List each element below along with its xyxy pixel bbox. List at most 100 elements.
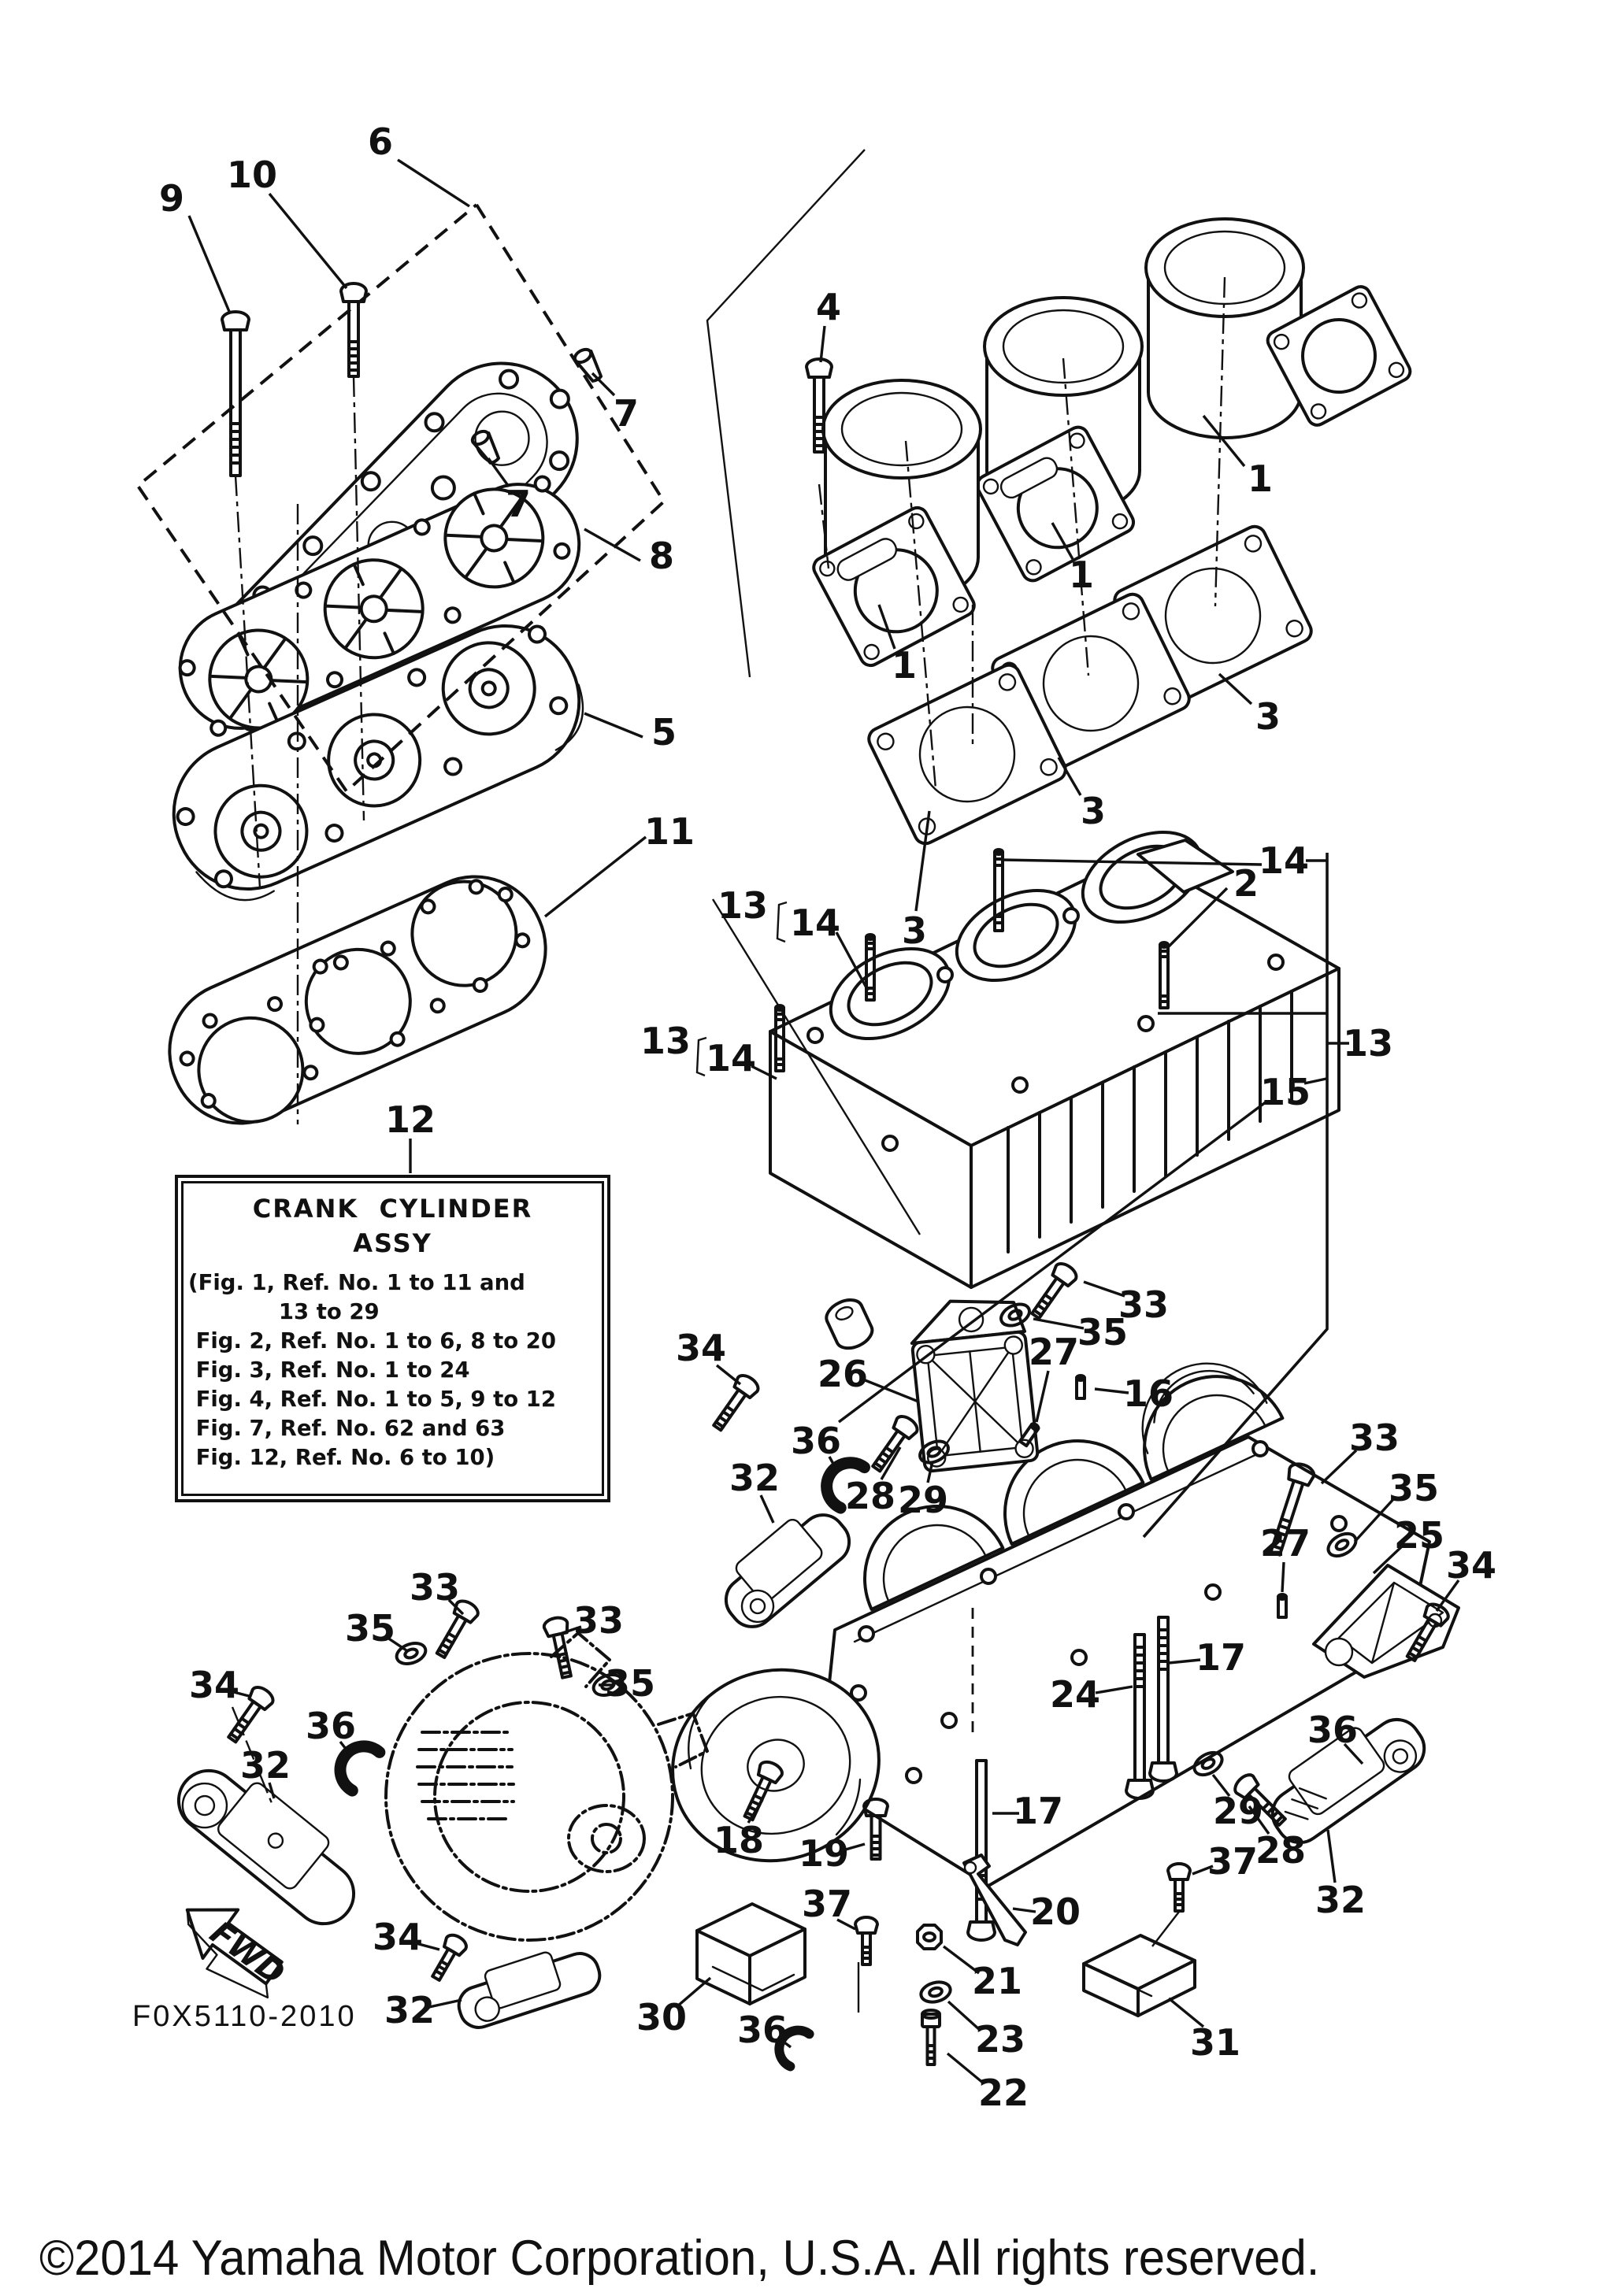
callout-leader-32	[268, 1782, 276, 1799]
callout-label-33: 33	[1118, 1283, 1169, 1326]
callout-leader-33	[447, 1598, 465, 1616]
callout-leader-36	[828, 1456, 840, 1473]
callout-label-28: 28	[1255, 1829, 1306, 1872]
callout-leader-11	[543, 835, 647, 918]
info-box-fig-references: (Fig. 1, Ref. No. 1 to 11 and 13 to 29 F…	[188, 1270, 556, 1470]
collar-spacer	[825, 1298, 874, 1350]
callout-label-22: 22	[978, 2072, 1029, 2114]
construction-line	[711, 898, 921, 1235]
callout-label-7: 7	[506, 483, 531, 525]
callout-label-29: 29	[1213, 1790, 1263, 1832]
callout-label-12: 12	[385, 1098, 436, 1141]
callout-label-37: 37	[802, 1883, 852, 1925]
callout-label-14: 14	[1259, 839, 1309, 882]
callout-label-11: 11	[644, 810, 695, 853]
callout-label-3: 3	[1255, 695, 1281, 738]
stator-cover-phantom	[384, 1631, 709, 1942]
callout-leader-27	[1035, 1370, 1050, 1423]
callout-leader-20	[1012, 1907, 1036, 1913]
callout-leader-35	[387, 1636, 407, 1652]
construction-line	[352, 376, 365, 821]
construction-line	[234, 475, 261, 889]
callout-leader-15	[1303, 1077, 1327, 1085]
callout-label-36: 36	[306, 1705, 356, 1747]
callout-label-37: 37	[1207, 1840, 1258, 1883]
callout-label-9: 9	[159, 177, 184, 220]
callout-leader-24	[1095, 1685, 1133, 1694]
callout-leader-33	[562, 1625, 582, 1635]
callout-leader-28	[880, 1446, 902, 1480]
bolt-9	[221, 310, 250, 477]
bolt-34	[706, 1370, 763, 1436]
callout-label-20: 20	[1030, 1890, 1081, 1933]
engine-mount-bracket-26	[910, 1299, 1040, 1473]
callout-label-14: 14	[790, 902, 840, 944]
callout-leader-3	[1218, 672, 1253, 705]
callout-leader-35	[1353, 1496, 1396, 1543]
callout-label-32: 32	[240, 1744, 291, 1787]
construction-line	[904, 440, 937, 790]
callout-label-8: 8	[649, 535, 674, 577]
callout-leader-18	[747, 1799, 764, 1824]
copyright-notice: ©2014 Yamaha Motor Corporation, U.S.A. A…	[39, 2231, 1320, 2286]
callout-label-25: 25	[1394, 1514, 1444, 1557]
callout-leader-34	[230, 1690, 250, 1698]
callout-label-36: 36	[737, 2009, 788, 2051]
callout-label-3: 3	[1081, 790, 1106, 832]
callout-label-29: 29	[898, 1479, 948, 1521]
callout-leader-28	[1248, 1805, 1270, 1835]
callout-leader-1	[1051, 522, 1074, 560]
head-gasket	[168, 875, 547, 1125]
pin-16	[1075, 1374, 1086, 1400]
callout-label-35: 35	[1077, 1311, 1128, 1354]
fwd-label: FWD	[203, 1915, 291, 1993]
callout-leader-34	[1435, 1579, 1460, 1612]
info-box-inner: CRANK CYLINDER ASSY (Fig. 1, Ref. No. 1 …	[181, 1181, 604, 1496]
callout-label-33: 33	[573, 1599, 624, 1642]
bolt-37	[854, 1916, 879, 1966]
callout-label-16: 16	[1123, 1372, 1174, 1415]
callout-label-1: 1	[892, 644, 917, 687]
cylinder-2	[975, 296, 1144, 583]
callout-leader-7	[591, 372, 616, 397]
callout-label-34: 34	[676, 1327, 726, 1369]
construction-line	[1142, 853, 1329, 1539]
callout-leader-8	[584, 528, 641, 562]
fwd-arrow: FWD	[185, 1908, 291, 1999]
callout-leader-5	[584, 712, 643, 739]
callout-label-27: 27	[1029, 1331, 1079, 1373]
callout-label-32: 32	[384, 1989, 435, 2031]
drawing-part-code: F0X5110-2010	[132, 2000, 357, 2033]
callout-leader-37	[836, 1918, 856, 1931]
callout-label-30: 30	[636, 1996, 687, 2039]
construction-line	[776, 901, 788, 943]
construction-line	[1214, 276, 1226, 607]
cylinder-block	[769, 830, 1340, 1289]
mount-bracket-32	[176, 1768, 356, 1926]
callout-label-31: 31	[1190, 2021, 1240, 2064]
clamp-36	[335, 1742, 387, 1792]
construction-lines	[135, 149, 1329, 2013]
callout-leader-1	[877, 604, 896, 650]
callout-label-33: 33	[1349, 1416, 1400, 1459]
info-box-title: CRANK CYLINDER	[252, 1194, 533, 1224]
head-cover-gasket	[178, 475, 581, 737]
mount-damper-32	[724, 1513, 851, 1628]
mount-damper-32	[457, 1951, 602, 2029]
callout-leader-14	[751, 1065, 777, 1080]
cable-clamp-20	[962, 1853, 1027, 1946]
callout-label-34: 34	[189, 1664, 239, 1706]
cylinder-3	[1144, 217, 1412, 439]
callout-leader-14	[1001, 858, 1263, 866]
callout-label-27: 27	[1260, 1522, 1311, 1565]
callout-label-13: 13	[1343, 1022, 1393, 1065]
callout-label-7: 7	[614, 392, 639, 435]
callout-leader-4	[819, 325, 826, 363]
callout-leader-32	[759, 1494, 775, 1524]
callout-label-15: 15	[1260, 1071, 1311, 1113]
callout-leader-34	[715, 1364, 742, 1386]
washer-35	[392, 1638, 430, 1669]
callout-leader-26	[862, 1378, 919, 1403]
callout-leader-21	[942, 1945, 981, 1975]
